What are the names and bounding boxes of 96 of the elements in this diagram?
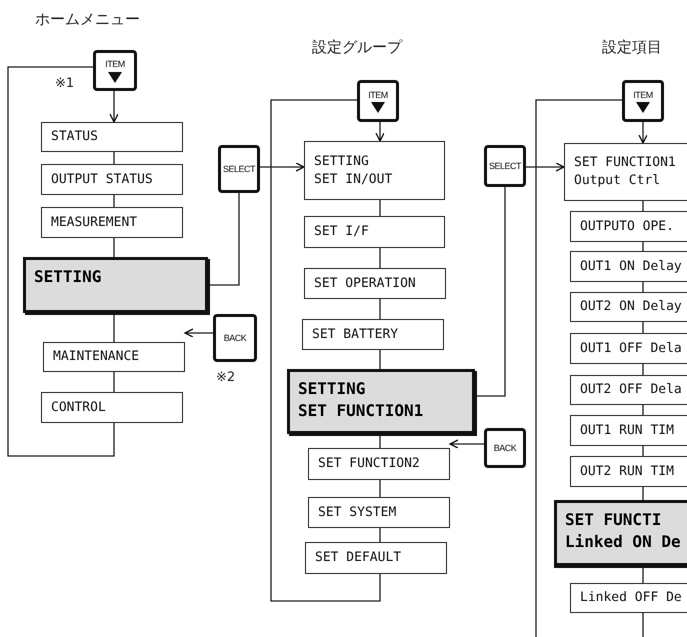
menu-item-box [304,268,446,299]
key-button: ITEM [93,50,137,91]
menu-item-box [41,122,183,152]
menu-item-box [570,251,687,282]
key-button: ITEM [357,80,399,122]
key-button: SELECT [218,145,260,193]
menu-item-label: Output Ctrl [574,172,662,190]
connector-line [642,405,644,415]
menu-item-box [43,342,185,372]
column-heading: ホームメニュー [35,10,140,29]
menu-item-box [41,164,183,195]
menu-item-label: Linked ON De [565,530,682,552]
menu-item-label: MEASUREMENT [51,214,138,232]
menu-item-label: SET SYSTEM [318,504,398,522]
menu-item-label: MAINTENANCE [53,348,140,366]
menu-item-box [305,542,447,574]
menu-item-label: SET DEFAULT [315,549,402,567]
connector-line [642,201,644,211]
menu-item-label: SET FUNCTI [565,509,662,531]
connector-line [113,313,115,342]
connector-line [379,480,381,497]
menu-item-label: OUT2 ON Delay [580,298,683,316]
connector-line [642,364,644,375]
connector-line [379,434,381,448]
menu-item-label: OUT1 OFF Dela [580,340,683,358]
menu-item-box [304,216,445,248]
connector-line [379,528,381,542]
menu-item-label: OUTPUTO OPE. [580,218,675,236]
menu-item-label: Linked OFF De [580,589,683,607]
connector-line [475,187,506,397]
key-button: BACK [484,428,526,468]
menu-item-label: SET IN/OUT [314,170,394,188]
connector-line [535,99,644,637]
menu-item-box [302,319,444,350]
arrow [526,162,565,172]
menu-item-label: SET FUNCTION1 [574,154,677,172]
menu-item-label: SETTING [314,152,370,170]
menu-item-box [570,211,687,242]
menu-item-box [308,497,450,528]
menu-item-box [564,143,687,201]
connector-line [379,299,381,319]
footnote-mark: ※2 [216,370,236,385]
connector-line [208,193,240,286]
menu-item-label: STATUS [51,128,99,146]
connector-line [642,487,644,500]
menu-item-label: SET FUNCTION1 [298,400,424,422]
column-heading: 設定項目 [602,38,662,57]
menu-item-box [304,141,445,200]
connector-line [270,99,381,602]
menu-item-box [570,375,687,405]
column-heading: 設定グループ [312,38,402,57]
selected-menu-box [287,369,475,434]
menu-item-box [570,456,687,487]
connector-line [379,350,381,369]
selected-menu-box [554,500,687,566]
connector-line [642,322,644,333]
connector-line [113,152,115,164]
connector-line [642,566,644,583]
key-button: SELECT [484,145,526,187]
connector-line [642,282,644,292]
connector-line [379,200,381,216]
menu-item-label: SET BATTERY [312,326,400,344]
selected-menu-box [23,257,208,313]
menu-item-box [41,207,183,238]
arrow [109,91,119,123]
key-button: BACK [213,314,257,362]
footnote-mark: ※1 [55,76,74,91]
menu-item-label: SETTING [34,266,102,288]
menu-item-box [308,448,450,480]
menu-item-label: OUT2 RUN TIM [580,462,675,480]
arrow [638,122,648,144]
menu-item-label: SET OPERATION [314,274,417,292]
connector-line [642,446,644,456]
menu-item-label: SET I/F [314,223,370,241]
menu-item-label: OUT2 OFF Dela [580,381,683,399]
arrow [449,439,484,449]
menu-item-label: OUTPUT STATUS [51,170,154,188]
menu-item-box [570,333,687,364]
menu-item-box [41,392,183,423]
connector-line [379,248,381,268]
menu-item-box [570,415,687,446]
connector-line [113,372,115,392]
key-button: ITEM [622,80,664,122]
arrow [260,162,305,172]
menu-item-label: OUT1 ON Delay [580,258,683,276]
arrow [375,122,385,142]
connector-line [7,66,115,457]
menu-item-label: CONTROL [51,398,107,416]
menu-item-label: OUT1 RUN TIM [580,422,675,440]
connector-line [113,195,115,207]
arrow [184,328,213,338]
menu-item-box [570,292,687,322]
menu-item-label: SET FUNCTION2 [318,455,421,473]
menu-item-box [570,583,687,613]
menu-item-label: SETTING [298,378,366,400]
connector-line [113,238,115,257]
